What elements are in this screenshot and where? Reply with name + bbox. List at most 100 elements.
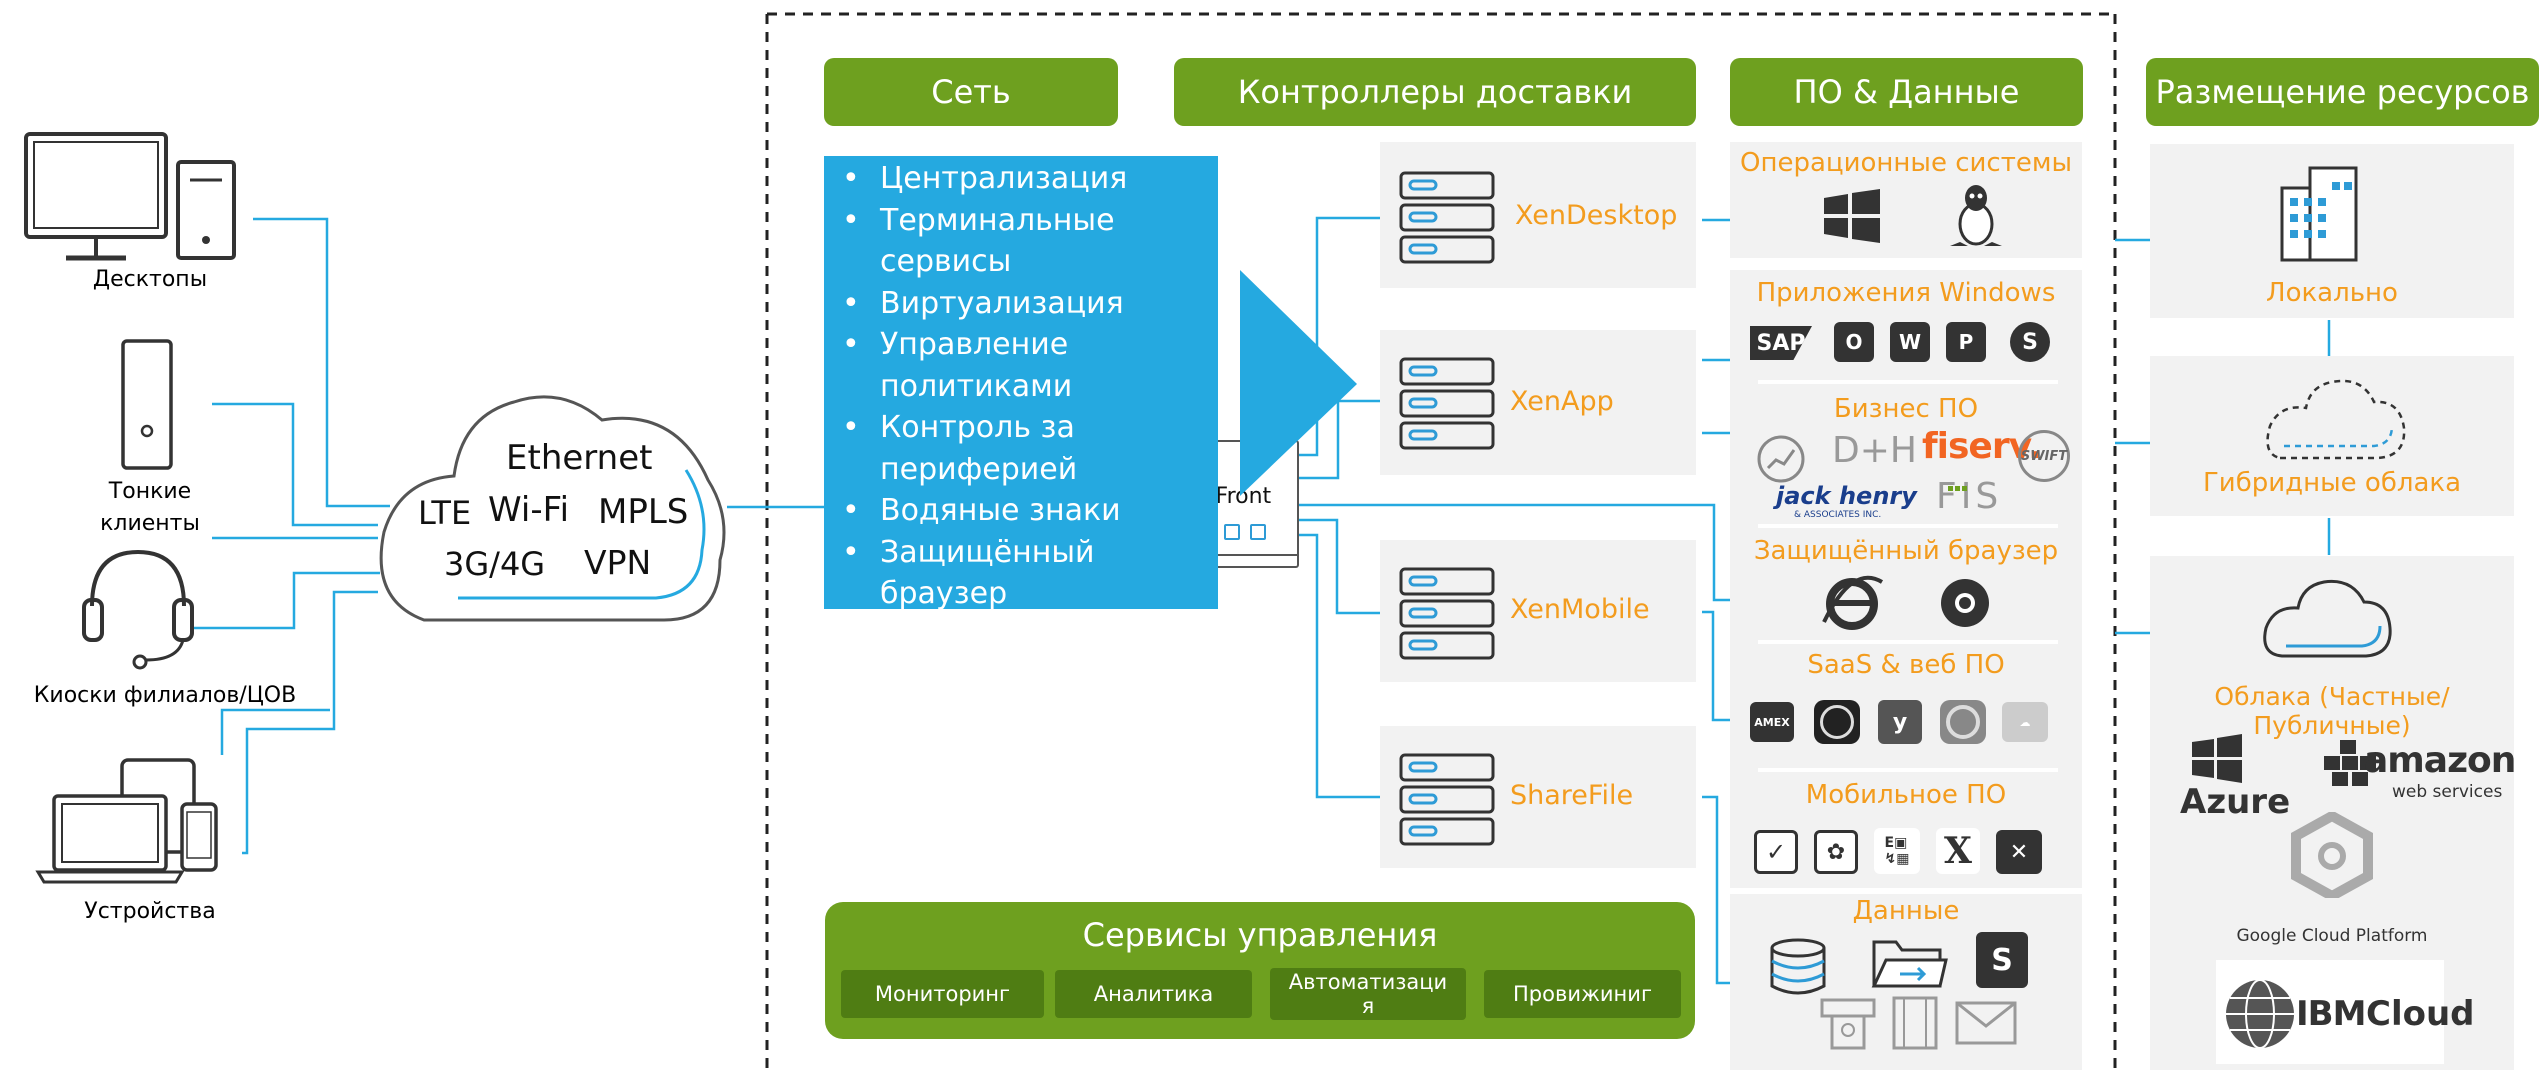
network-cloud-icon: [379, 395, 726, 622]
cloud-vpn: VPN: [584, 543, 652, 582]
building-icon: [2280, 166, 2358, 262]
separator: [1758, 380, 2058, 384]
folder-icon: [1871, 940, 1948, 988]
feature-item: Централизация: [842, 158, 1218, 200]
saas-title: SaaS & веб ПО: [1807, 650, 2005, 680]
mobile-app-icon-3: E▣↯▦: [1874, 828, 1920, 874]
azure-logo: Azure: [2180, 782, 2291, 822]
header-network: Сеть: [824, 58, 1118, 126]
salesforce-icon: ☁: [2002, 702, 2048, 742]
thin-clients-label-2: клиенты: [100, 511, 200, 536]
separator: [1758, 524, 2058, 528]
os-panel: Операционные системы: [1730, 142, 2082, 258]
jackhenry-sub: & ASSOCIATES INC.: [1794, 510, 1882, 520]
mobile-title: Мобильное ПО: [1805, 780, 2007, 810]
server-icon: [1399, 567, 1495, 660]
google-cloud-icon: [2291, 812, 2373, 898]
windows-apps-title: Приложения Windows: [1756, 278, 2056, 308]
ibm-logo: IBM: [2296, 994, 2366, 1034]
word-icon: W: [1890, 322, 1930, 362]
google-cloud-logo: Google Cloud Platform: [2236, 926, 2428, 946]
film-icon: [1892, 996, 1938, 1050]
cloud-ethernet: Ethernet: [506, 438, 653, 478]
desktop-icon: [24, 132, 236, 261]
saas-app-icon-2: [1814, 700, 1860, 744]
fis-logo: FIS: [1936, 476, 2003, 517]
kiosks-label: Киоски филиалов/ЦОВ: [33, 683, 297, 708]
hybrid-cloud-icon: [2266, 379, 2406, 460]
server-sharefile: ShareFile: [1380, 726, 1696, 868]
data-panel: Данные S: [1730, 894, 2082, 1070]
yammer-icon: y: [1878, 700, 1922, 744]
apps-panel: Приложения Windows SAP O W P S Бизнес ПО…: [1730, 270, 2082, 888]
storefront-port-1: [1224, 524, 1240, 540]
browser-title: Защищённый браузер: [1753, 536, 2059, 566]
server-icon: [1399, 357, 1495, 450]
ibm-cloud-label: Cloud: [2366, 994, 2475, 1034]
linux-icon: [1950, 185, 2002, 246]
network-features-list: Централизация Терминальные сервисы Вирту…: [824, 158, 1218, 615]
server-xenmobile: XenMobile: [1380, 540, 1696, 682]
amazon-logo: amazon: [2364, 740, 2516, 781]
feature-item: Терминальные сервисы: [842, 200, 1115, 283]
fis-dots: [1948, 476, 1967, 495]
clouds-panel: Облака (Частные/Публичные) Azure amazon …: [2150, 556, 2516, 1070]
ie-browser-icon: [1822, 575, 1884, 630]
azure-windows-icon: [2192, 734, 2242, 783]
os-title: Операционные системы: [1740, 148, 2072, 178]
devices-label: Устройства: [84, 899, 216, 924]
mobile-app-icon-2: ✿: [1814, 830, 1858, 874]
xenmobile-label: XenMobile: [1510, 594, 1650, 625]
feature-item: Защищённый браузер: [842, 532, 1100, 615]
cloud-3g4g: 3G/4G: [444, 545, 546, 583]
separator: [1758, 640, 2058, 644]
xenapp-label: XenApp: [1510, 386, 1614, 417]
hybrid-label: Гибридные облака: [2202, 468, 2462, 498]
data-title: Данные: [1852, 896, 1960, 926]
separator: [1758, 768, 2058, 772]
desktops-label: Десктопы: [92, 267, 208, 292]
swift-logo: SWIFT: [2018, 430, 2070, 482]
server-icon: [1399, 753, 1495, 846]
local-panel: Локально: [2150, 144, 2514, 318]
feature-item: Виртуализация: [842, 283, 1218, 325]
clouds-label: Облака (Частные/Публичные): [2214, 682, 2450, 740]
mail-icon: [1955, 1001, 2017, 1045]
windows-icon: [1824, 189, 1880, 243]
analytics-button[interactable]: Аналитика: [1055, 970, 1252, 1018]
dh-logo: D+H: [1832, 430, 1917, 471]
network-features-box: Централизация Терминальные сервисы Вирту…: [824, 156, 1218, 611]
headset-icon: [82, 549, 194, 670]
saas-app-icon-4: [1940, 700, 1986, 744]
provisioning-button[interactable]: Провижиниг: [1484, 970, 1681, 1018]
xendesktop-label: XenDesktop: [1515, 200, 1678, 231]
management-services-panel: Сервисы управления Мониторинг Аналитика …: [825, 902, 1695, 1039]
local-label: Локально: [2266, 278, 2398, 308]
server-xendesktop: XenDesktop: [1380, 142, 1696, 288]
business-title: Бизнес ПО: [1833, 394, 1979, 424]
atm-icon: [1820, 998, 1876, 1050]
skype-icon: S: [2010, 322, 2050, 362]
ibm-globe-icon: [2226, 979, 2294, 1049]
automation-button[interactable]: Автоматизаци я: [1270, 968, 1466, 1020]
cloud-wifi: Wi-Fi: [488, 490, 570, 530]
devices-icon: [35, 758, 218, 884]
sharefile-label: ShareFile: [1510, 780, 1634, 811]
ibm-cloud-box: IBM Cloud: [2216, 960, 2475, 1064]
header-resources: Размещение ресурсов: [2146, 58, 2539, 126]
aws-cubes-icon: [2324, 740, 2376, 786]
cloud-lte: LTE: [418, 494, 472, 532]
monitoring-button[interactable]: Мониторинг: [841, 970, 1044, 1018]
thin-client-icon: [121, 339, 173, 470]
mobile-app-icon-1: ✓: [1754, 830, 1798, 874]
mobile-app-icon-5: ✕: [1996, 830, 2042, 874]
cloud-mpls: MPLS: [598, 492, 689, 532]
sharepoint-icon: S: [1976, 932, 2028, 988]
management-title: Сервисы управления: [1082, 916, 1438, 954]
chrome-browser-icon: [1941, 579, 1989, 627]
cloud-icon: [2263, 579, 2392, 658]
hybrid-panel: Гибридные облака: [2150, 356, 2514, 516]
jackhenry-logo: jack henry: [1776, 482, 1917, 510]
storefront-shelf: [1200, 554, 1297, 556]
